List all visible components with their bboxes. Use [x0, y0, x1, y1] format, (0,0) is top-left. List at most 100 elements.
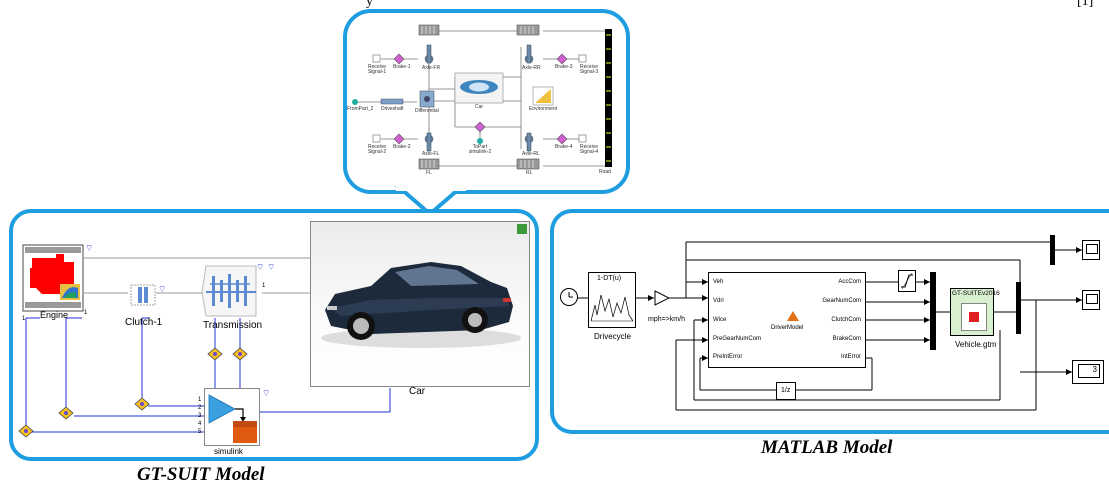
vehicle-diagram-lines	[352, 24, 612, 170]
driveshaft-label: Driveshaft	[381, 106, 404, 112]
driver-input-0: Veh	[713, 279, 724, 285]
receive-signal-icons	[372, 54, 587, 143]
axle-rl-label: Axle-RL	[522, 151, 540, 157]
car-component-label: Car	[475, 104, 484, 110]
gtsuite-block-title: GT-SUITEv2016	[952, 290, 1000, 297]
engine-port-right: 1	[84, 310, 88, 316]
clock-hands	[568, 292, 573, 298]
drivecycle-label: Drivecycle	[594, 332, 631, 341]
axle-fl-label: Axle-FL	[422, 151, 440, 157]
simulink-label: simulink	[214, 447, 243, 456]
tire-icons	[418, 24, 540, 170]
drivecycle-plot	[590, 294, 634, 322]
car-top-icon	[460, 80, 498, 94]
axle-fr-label: Axle-FR	[422, 65, 441, 71]
environment-label: Environment	[529, 106, 558, 112]
drivecycle-block[interactable]: 1-DT(u)	[588, 272, 636, 328]
matlab-model-caption: MATLAB Model	[761, 437, 893, 458]
frompart-icon	[352, 99, 358, 105]
engine-icon	[22, 244, 84, 312]
scope-middle-icon[interactable]	[1082, 290, 1100, 310]
saturation-block[interactable]	[898, 270, 916, 292]
differential-icon	[419, 90, 435, 108]
frompart-label: FromPart_2	[347, 106, 374, 112]
car-photo-icon	[321, 262, 521, 348]
gt-suit-model-caption: GT-SUIT Model	[137, 464, 265, 485]
clutch-sensor-icon: ⌔	[158, 284, 167, 294]
car-label: Car	[409, 386, 426, 397]
driver-output-3: BrakeCom	[832, 336, 861, 342]
clutch-block[interactable]	[130, 284, 156, 306]
sim-port-4: 4	[198, 421, 202, 427]
brake-4-label: Brake-4	[555, 144, 573, 150]
simulink-sensor-icon: ⌔	[262, 388, 271, 398]
clutch-icon	[130, 284, 156, 306]
simulink-icon	[208, 394, 257, 443]
driver-output-2: ClutchCom	[831, 317, 861, 323]
display-value: 3	[1078, 364, 1100, 378]
engine-port-left: 1	[22, 316, 26, 322]
axle-rr-label: Axle-RR	[522, 65, 541, 71]
driveshaft-icon	[380, 98, 404, 105]
clock-source-icon[interactable]	[560, 288, 578, 306]
driver-input-2: Wice	[713, 317, 727, 323]
car-photo-corner-icon	[517, 224, 527, 234]
gain-triangle-icon	[654, 290, 670, 306]
gtsuite-block[interactable]: GT-SUITEv2016	[950, 288, 1000, 336]
differential-label: Differential	[415, 108, 439, 114]
sim-port-2: 2	[198, 405, 202, 411]
driver-input-4: PreIntError	[713, 354, 743, 360]
receive-signal-2-label: Receive Signal-2	[367, 144, 387, 155]
gtsuite-inner-icon	[961, 303, 987, 331]
transmission-block[interactable]	[200, 262, 262, 320]
car-photo-block[interactable]	[310, 221, 530, 387]
transmission-icon	[201, 265, 257, 317]
brake-3-label: Brake-3	[555, 64, 573, 70]
driver-model-block[interactable]: Veh Vdri Wice PreGearNumCom PreIntError …	[708, 272, 866, 368]
unit-delay-block[interactable]: 1/z	[776, 382, 796, 400]
driver-output-1: GearNumCom	[822, 298, 861, 304]
brake-1-label: Brake-1	[393, 64, 411, 70]
driver-input-3: PreGearNumCom	[713, 336, 762, 342]
transmission-label: Transmission	[203, 320, 263, 331]
road-bar	[605, 29, 612, 167]
gtsuite-label: Vehicle.gtm	[955, 340, 997, 349]
clutch-label: Clutch-1	[125, 317, 163, 328]
driver-input-1: Vdri	[713, 298, 724, 304]
rl-label: RL	[526, 170, 533, 176]
matlab-logo-icon	[787, 311, 799, 321]
engine-block[interactable]	[22, 244, 84, 312]
vehicle-diagram: Receive Signal-1 Brake-1 Axle-FR Axle-RR…	[343, 9, 630, 194]
sim-port-5: 5	[198, 429, 202, 435]
receive-signal-4-label: Receive Signal-4	[579, 144, 599, 155]
fl-label: FL	[426, 170, 432, 176]
receive-signal-3-label: Receive Signal-3	[579, 64, 599, 75]
unit-delay-label: 1/z	[781, 387, 791, 394]
engine-label: Engine	[40, 310, 69, 320]
driver-output-0: AccCom	[838, 279, 861, 285]
receive-signal-1-label: Receive Signal-1	[367, 64, 387, 75]
simulink-block[interactable]	[204, 388, 260, 446]
brake-2-label: Brake-2	[393, 144, 411, 150]
saturation-icon	[901, 272, 913, 290]
top-clipped-text-right: [1]	[1077, 0, 1094, 9]
sensor-diamond-icons	[18, 347, 248, 438]
topart-label: ToPart simulink-2	[468, 144, 492, 155]
topart-icon	[477, 138, 483, 144]
gain-block[interactable]	[654, 290, 670, 306]
top-clipped-text-left: y	[366, 0, 373, 9]
axle-icons	[424, 44, 534, 152]
sim-port-3: 3	[198, 413, 202, 419]
driver-output-4: IntError	[840, 354, 861, 360]
road-label: Road	[599, 169, 611, 175]
brake-icons	[393, 53, 568, 145]
engine-sensor-icon: ⌔	[85, 243, 94, 253]
sim-port-1: 1	[198, 397, 202, 403]
gain-label: mph=>km/h	[648, 316, 685, 323]
scope-top-icon[interactable]	[1082, 240, 1100, 260]
driver-model-label: DriverModel	[771, 325, 804, 331]
transmission-sensor-icon: ⌔ ⌔	[256, 262, 276, 272]
transmission-port-right: 1	[262, 283, 266, 289]
drivecycle-block-title: 1-DT(u)	[597, 275, 622, 282]
display-block[interactable]: 3	[1072, 360, 1104, 384]
